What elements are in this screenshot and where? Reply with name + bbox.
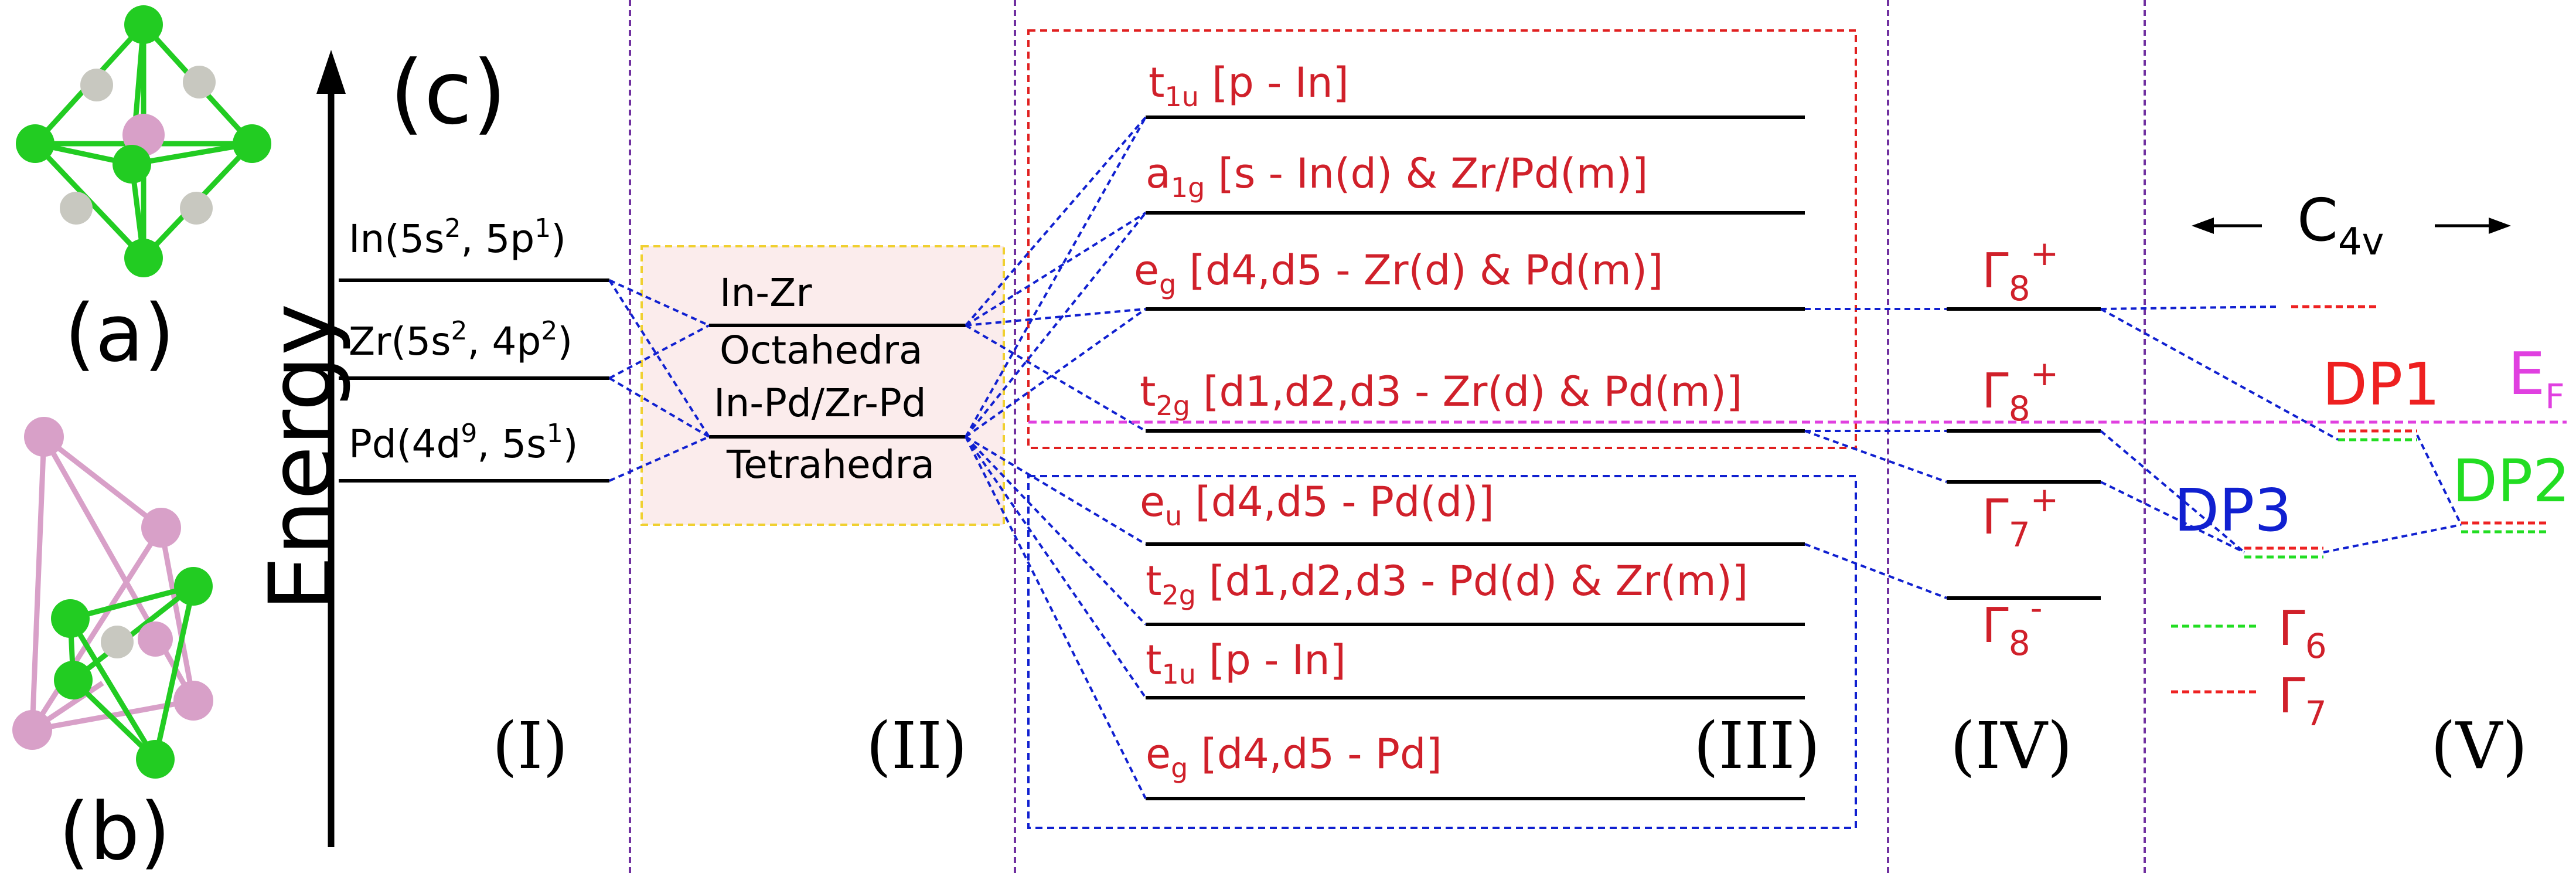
mo-label-eg-bonding: eg [d4,d5 - Pd] xyxy=(1146,730,1442,784)
arrow-left-icon xyxy=(2192,218,2214,234)
mo-label-t2g-antibonding: t2g [d1,d2,d3 - Zr(d) & Pd(m)] xyxy=(1140,368,1742,422)
crystal-atoms-a xyxy=(16,5,271,277)
column-label-iv: (IV) xyxy=(1950,708,2073,783)
mo-label-a1g: a1g [s - In(d) & Zr/Pd(m)] xyxy=(1146,150,1648,203)
mo-label-t2g-bonding: t2g [d1,d2,d3 - Pd(d) & Zr(m)] xyxy=(1146,557,1748,611)
connectors-i-ii xyxy=(608,279,710,482)
crystal-structure-b xyxy=(29,434,196,762)
atomic-levels xyxy=(339,278,609,483)
fermi-level-label: EF xyxy=(2508,339,2565,416)
energy-axis xyxy=(316,50,346,847)
arrow-right-icon xyxy=(2489,218,2511,234)
legend xyxy=(2171,624,2256,694)
c4v-header xyxy=(2192,218,2511,234)
connectors-ii-iii xyxy=(965,116,1147,799)
cluster-box xyxy=(640,245,1005,526)
tetrahedra-label-2: Tetrahedra xyxy=(726,442,935,487)
atomic-level-in: In(5s2, 5p1) xyxy=(349,213,566,261)
gamma-level-7plus: Γ7+ xyxy=(1982,480,2059,555)
legend-gamma7-label: Γ7 xyxy=(2278,668,2327,733)
atomic-level-pd: Pd(4d9, 5s1) xyxy=(349,419,578,467)
gamma-level-8plus-upper: Γ8+ xyxy=(1982,233,2059,308)
mo-label-eu: eu [d4,d5 - Pd(d)] xyxy=(1140,478,1494,532)
column-label-v: (V) xyxy=(2431,708,2527,783)
gamma-level-8plus-lower: Γ8+ xyxy=(1982,354,2059,429)
panel-label-c: (c) xyxy=(390,42,507,144)
octahedra-label-1: In-Zr xyxy=(720,270,812,315)
mo-label-t1u-bonding: t1u [p - In] xyxy=(1146,636,1346,690)
dirac-point-dp3: DP3 xyxy=(2174,476,2292,545)
column-label-iii: (III) xyxy=(1694,708,1820,783)
crystal-atoms-b xyxy=(12,417,213,779)
column-label-ii: (II) xyxy=(866,708,967,783)
panel-label-b: (b) xyxy=(59,786,171,873)
energy-axis-label: Energy xyxy=(251,303,353,611)
bonding-box-red xyxy=(1027,29,1857,449)
cluster-levels xyxy=(709,324,966,439)
dirac-point-dp2: DP2 xyxy=(2452,447,2570,515)
symmetry-label: C4v xyxy=(2297,186,2384,264)
tetrahedra-label-1: In-Pd/Zr-Pd xyxy=(714,381,926,426)
gamma-levels xyxy=(1947,307,2101,600)
c4v-levels xyxy=(2244,305,2546,559)
mo-levels xyxy=(1146,116,1805,800)
legend-gamma6-label: Γ6 xyxy=(2278,601,2327,666)
connectors-iv-v xyxy=(2100,305,2462,553)
column-label-i: (I) xyxy=(492,708,568,783)
dirac-point-dp1: DP1 xyxy=(2322,350,2440,419)
mo-label-t1u-antibonding: t1u [p - In] xyxy=(1149,59,1349,113)
panel-label-a: (a) xyxy=(64,287,175,379)
mo-label-eg-antibonding: eg [d4,d5 - Zr(d) & Pd(m)] xyxy=(1134,246,1663,300)
octahedra-label-2: Octahedra xyxy=(720,328,922,373)
axis-arrowhead-icon xyxy=(316,50,346,94)
atomic-level-zr: Zr(5s2, 4p2) xyxy=(349,316,573,364)
bonding-box-blue xyxy=(1027,475,1857,829)
gamma-level-8minus: Γ8- xyxy=(1982,588,2043,663)
connectors-iii-iv xyxy=(1804,308,1947,599)
